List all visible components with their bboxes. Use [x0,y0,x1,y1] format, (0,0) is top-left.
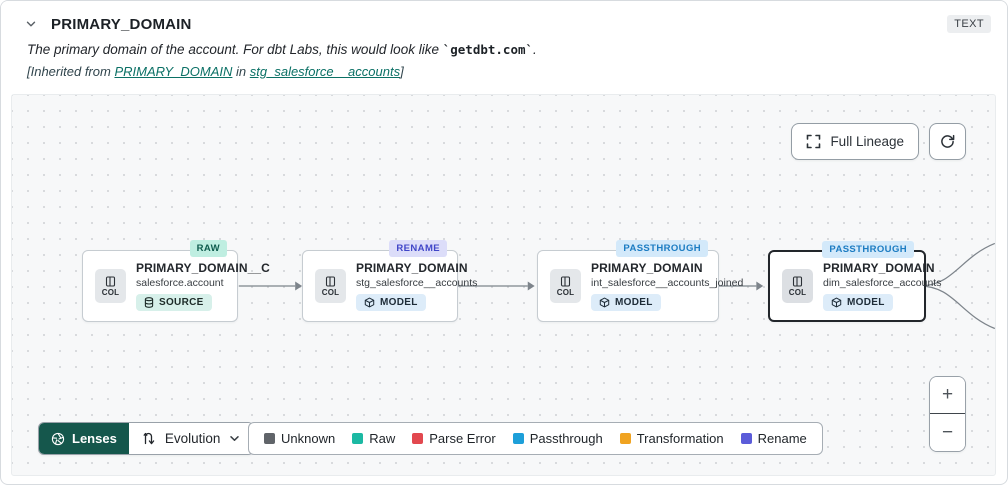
legend-item: Passthrough [512,431,603,446]
cube-icon [831,297,842,308]
zoom-controls: + − [929,376,966,452]
node-column-name: PRIMARY_DOMAIN [823,261,935,275]
column-type-badge: TEXT [947,15,991,33]
node-column-name: PRIMARY_DOMAIN__C [136,261,270,275]
column-chip: COL [782,269,813,303]
lens-badge: RAW [189,240,227,257]
legend-item: Transformation [619,431,724,446]
legend-item: Rename [740,431,807,446]
lens-badge: PASSTHROUGH [822,241,914,258]
lineage-node-source[interactable]: RAW COL PRIMARY_DOMAIN__C salesforce.acc… [82,240,270,322]
refresh-icon [939,133,956,150]
node-column-name: PRIMARY_DOMAIN [356,261,468,275]
columns-icon [792,275,803,287]
node-model-name: dim_salesforce_accounts [823,277,942,289]
legend-swatch [412,433,424,444]
legend-swatch [512,433,524,444]
lens-badge: PASSTHROUGH [616,240,708,257]
lens-badge: RENAME [389,240,447,257]
collapse-chevron-icon[interactable] [25,18,37,30]
aperture-icon [51,432,65,445]
column-chip: COL [95,269,126,303]
lens-legend: Unknown Raw Parse Error Passthrough Tran… [248,422,823,455]
columns-icon [105,275,116,287]
lineage-canvas[interactable]: Full Lineage RAW COL PRIMARY_DOMAIN__C s… [11,94,996,476]
columns-icon [325,275,336,287]
column-chip: COL [550,269,581,303]
lineage-node-staging[interactable]: RENAME COL PRIMARY_DOMAIN stg_salesforce… [302,240,477,322]
node-model-name: stg_salesforce__accounts [356,277,478,289]
zoom-in-button[interactable]: + [930,377,965,414]
node-column-name: PRIMARY_DOMAIN [591,261,703,275]
inline-code: `getdbt.com` [442,42,534,57]
lens-selector-dropdown[interactable]: Evolution [128,423,254,454]
lenses-button[interactable]: Lenses [39,423,129,454]
column-header: PRIMARY_DOMAIN TEXT The primary domain o… [1,1,1007,94]
inherited-note: [Inherited from PRIMARY_DOMAIN in stg_sa… [27,64,404,79]
lineage-edges [238,242,995,330]
columns-icon [560,275,571,287]
legend-swatch [619,433,631,444]
legend-item: Parse Error [412,431,496,446]
node-model-name: salesforce.account [136,277,224,289]
node-model-name: int_salesforce__accounts_joined [591,277,744,289]
resource-type-badge: MODEL [356,294,426,311]
column-title: PRIMARY_DOMAIN [51,15,192,33]
legend-item: Unknown [264,431,335,446]
inherited-model-link[interactable]: stg_salesforce__accounts [249,64,401,79]
refresh-button[interactable] [929,123,966,160]
zoom-out-button[interactable]: − [930,414,965,451]
lenses-control: Lenses Evolution [38,422,255,455]
lineage-node-dim-selected[interactable]: PASSTHROUGH COL PRIMARY_DOMAIN dim_sales… [768,241,941,322]
column-chip: COL [315,269,346,303]
database-icon [144,297,154,308]
chevron-down-icon [230,436,240,441]
resource-type-badge: MODEL [823,294,893,311]
legend-swatch [264,433,275,444]
legend-swatch [740,433,752,444]
cube-icon [599,297,610,308]
inherited-column-link[interactable]: PRIMARY_DOMAIN [114,64,233,79]
legend-item: Raw [352,431,395,446]
resource-type-badge: MODEL [591,294,661,311]
resource-type-badge: SOURCE [136,294,212,311]
lineage-node-intermediate[interactable]: PASSTHROUGH COL PRIMARY_DOMAIN int_sales… [537,240,743,322]
cube-icon [364,297,375,308]
column-description: The primary domain of the account. For d… [27,42,537,57]
full-lineage-button[interactable]: Full Lineage [791,123,919,160]
expand-icon [806,134,821,149]
legend-swatch [352,433,364,444]
evolution-icon [143,432,155,445]
